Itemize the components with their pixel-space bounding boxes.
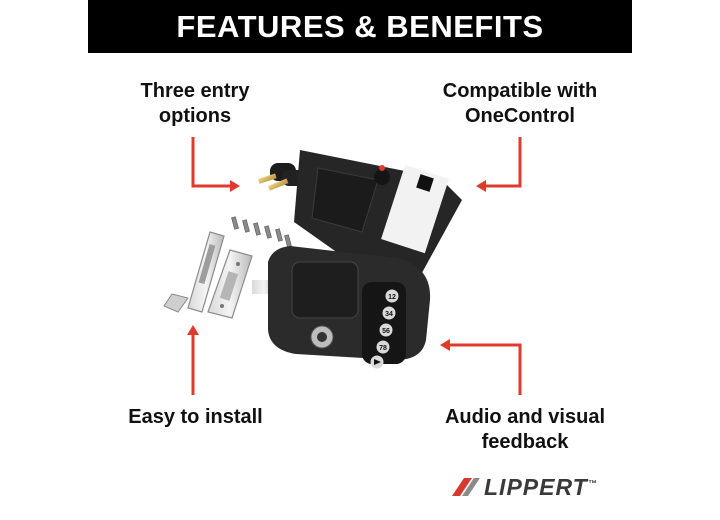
feature-text-line: OneControl <box>465 105 575 127</box>
arrow-easy-install <box>187 325 199 395</box>
feature-text-line: Audio and visual <box>444 406 606 428</box>
keypad-buttons: 12 34 56 78 <box>370 289 399 369</box>
strike-plate-image <box>163 231 225 313</box>
callout-arrows <box>187 137 522 395</box>
feature-audio-visual-feedback: Audio and visual feedback <box>427 405 623 455</box>
banner-title: FEATURES & BENEFITS <box>176 8 544 44</box>
arrow-compatible <box>476 137 522 192</box>
arrow-audio-visual <box>440 339 522 395</box>
feature-text-line: options <box>158 105 232 127</box>
keypad-button: 56 <box>379 323 393 337</box>
screws-image <box>231 216 292 248</box>
keypad-lock-button <box>370 355 384 369</box>
lippert-logo: LIPPERT™ <box>448 474 613 502</box>
keypad-button: 78 <box>376 340 390 354</box>
mounting-plate-image <box>207 249 253 319</box>
feature-compatible-onecontrol: Compatible with OneControl <box>430 79 610 129</box>
keypad-button: 34 <box>382 306 396 320</box>
keypad-button-label: 78 <box>379 345 387 352</box>
back-plate-image <box>294 150 462 280</box>
feature-three-entry-options: Three entry options <box>135 79 255 129</box>
features-banner: FEATURES & BENEFITS <box>88 0 632 53</box>
keypad-button-label: 34 <box>385 311 393 318</box>
keypad-button-label: 56 <box>382 328 390 335</box>
feature-text-line: Three entry <box>140 80 250 102</box>
feature-text-line: Compatible with <box>442 80 598 102</box>
arrow-three-entry <box>191 137 240 192</box>
feature-text-line: Easy to install <box>128 406 263 428</box>
keypad-button: 12 <box>385 289 399 303</box>
lippert-logo-mark <box>452 478 480 496</box>
lippert-logo-text: LIPPERT™ <box>484 474 598 500</box>
feature-text-line: feedback <box>481 431 569 453</box>
keypad-button-label: 12 <box>388 294 396 301</box>
feature-easy-to-install: Easy to install <box>123 405 268 430</box>
keypad-lock-image <box>252 246 431 364</box>
